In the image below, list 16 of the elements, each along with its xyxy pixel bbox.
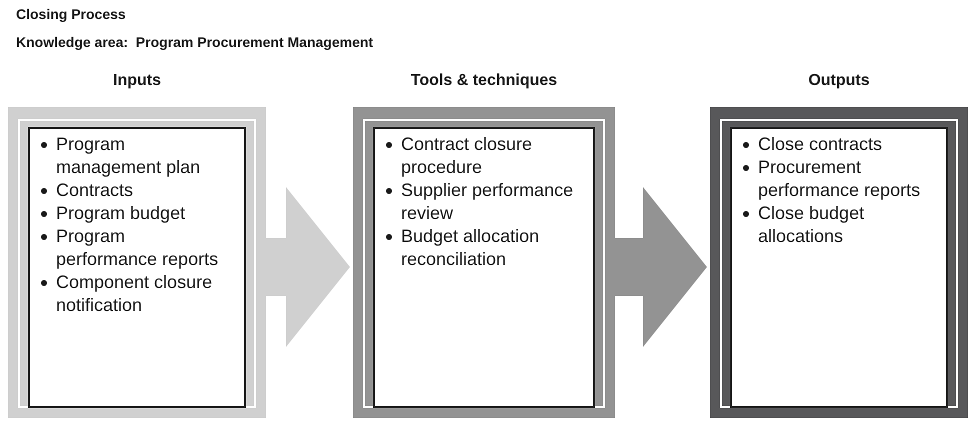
column-heading: Inputs (112, 72, 162, 90)
list-item: Budget allocation reconciliation (401, 226, 540, 269)
list-item: Program management plan (56, 134, 200, 177)
list-item: Close contracts (758, 134, 882, 154)
list-item: Contract closure procedure (401, 134, 532, 177)
list-item: Supplier performance review (401, 180, 574, 223)
column-heading: Outputs (807, 72, 871, 90)
list-item: Procurement performance reports (758, 157, 920, 200)
subtitle: Knowledge area: Program Procurement Management (16, 34, 374, 50)
list-item: Program performance reports (56, 226, 218, 269)
column-heading: Tools & techniques (410, 72, 558, 90)
list-item: Component closure notification (56, 272, 212, 315)
list-item: Close budget allocations (758, 203, 864, 246)
list-item: Contracts (56, 180, 134, 200)
list-item: Program budget (56, 203, 186, 223)
diagram-title: Closing Process (16, 6, 126, 22)
